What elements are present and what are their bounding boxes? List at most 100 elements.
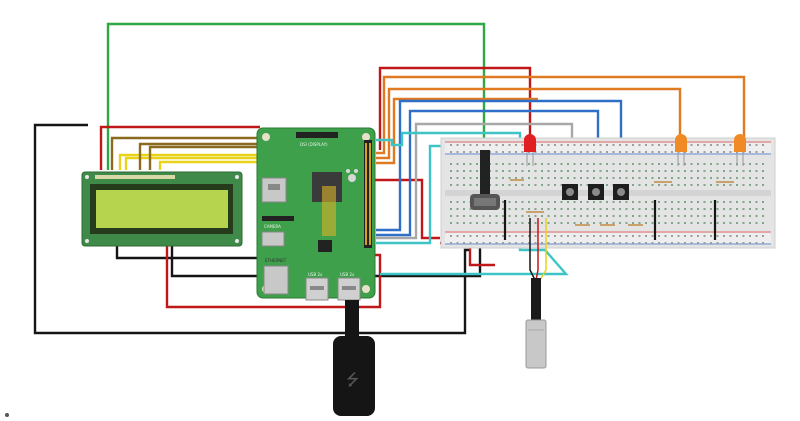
breadboard-hole [450,144,452,146]
breadboard-hole [495,170,498,172]
breadboard-hole [736,242,738,244]
breadboard-hole [651,163,654,165]
breadboard-hole [586,215,589,217]
breadboard-hole [703,242,706,244]
lcd-16x2-display [81,171,243,247]
breadboard-hole [645,235,647,237]
breadboard-hole [723,201,725,203]
wire-lcd-data-4 [138,142,262,170]
breadboard-hole [729,201,732,203]
breadboard-hole [580,208,582,210]
breadboard-hole [508,184,511,186]
breadboard-hole [567,163,569,165]
breadboard-hole [736,208,738,210]
breadboard-hole [560,222,563,224]
breadboard-hole [742,208,745,210]
breadboard-hole [521,144,524,146]
breadboard-hole [658,201,660,203]
breadboard-hole [456,208,459,210]
breadboard-hole [690,208,693,210]
breadboard-hole [495,242,498,244]
breadboard-hole [723,163,725,165]
breadboard-hole [586,170,589,172]
breadboard-hole [534,222,537,224]
breadboard-hole [469,208,472,210]
breadboard-hole [625,177,628,179]
breadboard-hole [547,184,550,186]
breadboard-hole [528,184,530,186]
breadboard-hole [502,215,504,217]
breadboard-hole [723,184,725,186]
breadboard-hole [573,151,576,153]
breadboard-hole [619,215,621,217]
breadboard-hole [723,177,725,179]
breadboard-hole [508,170,511,172]
breadboard-hole [632,235,634,237]
breadboard-hole [684,170,686,172]
breadboard-hole [619,235,621,237]
breadboard-hole [755,170,758,172]
breadboard-hole [606,242,608,244]
breadboard-hole [658,242,660,244]
breadboard-hole [755,151,758,153]
breadboard-hole [580,144,582,146]
breadboard-hole [651,184,654,186]
breadboard-hole [469,151,472,153]
breadboard-hole [742,201,745,203]
breadboard-hole [755,215,758,217]
breadboard-hole [502,163,504,165]
breadboard-hole [573,163,576,165]
usb-right-label: USB 2x [340,272,355,277]
breadboard-hole [710,163,712,165]
breadboard-hole [716,151,719,153]
breadboard-hole [567,222,569,224]
breadboard-hole [710,235,712,237]
breadboard-hole [521,242,524,244]
breadboard-hole [697,177,699,179]
breadboard-hole [638,235,641,237]
breadboard-hole [632,151,634,153]
breadboard-hole [638,184,641,186]
breadboard-hole [482,215,485,217]
breadboard-hole [703,177,706,179]
breadboard-hole [716,235,719,237]
breadboard-hole [534,177,537,179]
breadboard-hole [703,208,706,210]
breadboard-hole [560,163,563,165]
breadboard-hole [749,163,751,165]
breadboard-hole [697,151,699,153]
breadboard-hole [664,215,667,217]
breadboard-hole [508,242,511,244]
breadboard-hole [690,242,693,244]
breadboard-hole [755,208,758,210]
breadboard-hole [450,184,452,186]
breadboard-hole [515,170,517,172]
breadboard-hole [736,184,738,186]
breadboard-hole [456,184,459,186]
breadboard-hole [729,235,732,237]
breadboard-hole [580,151,582,153]
breadboard-hole [671,215,673,217]
breadboard-hole [664,144,667,146]
breadboard-hole [456,163,459,165]
breadboard-hole [554,208,556,210]
breadboard-hole [573,242,576,244]
breadboard-hole [736,201,738,203]
breadboard-hole [528,215,530,217]
breadboard-hole [554,144,556,146]
breadboard-hole [521,208,524,210]
wire-orange-3 [376,97,538,165]
breadboard-hole [723,235,725,237]
breadboard-hole [547,163,550,165]
breadboard-hole [567,144,569,146]
breadboard-hole [580,242,582,244]
breadboard-hole [463,242,465,244]
wire-blue-1 [376,99,623,232]
breadboard-hole [586,222,589,224]
breadboard-hole [476,222,478,224]
breadboard-hole [476,242,478,244]
breadboard-hole [547,170,550,172]
breadboard-hole [736,170,738,172]
breadboard-hole [684,235,686,237]
breadboard-hole [515,235,517,237]
